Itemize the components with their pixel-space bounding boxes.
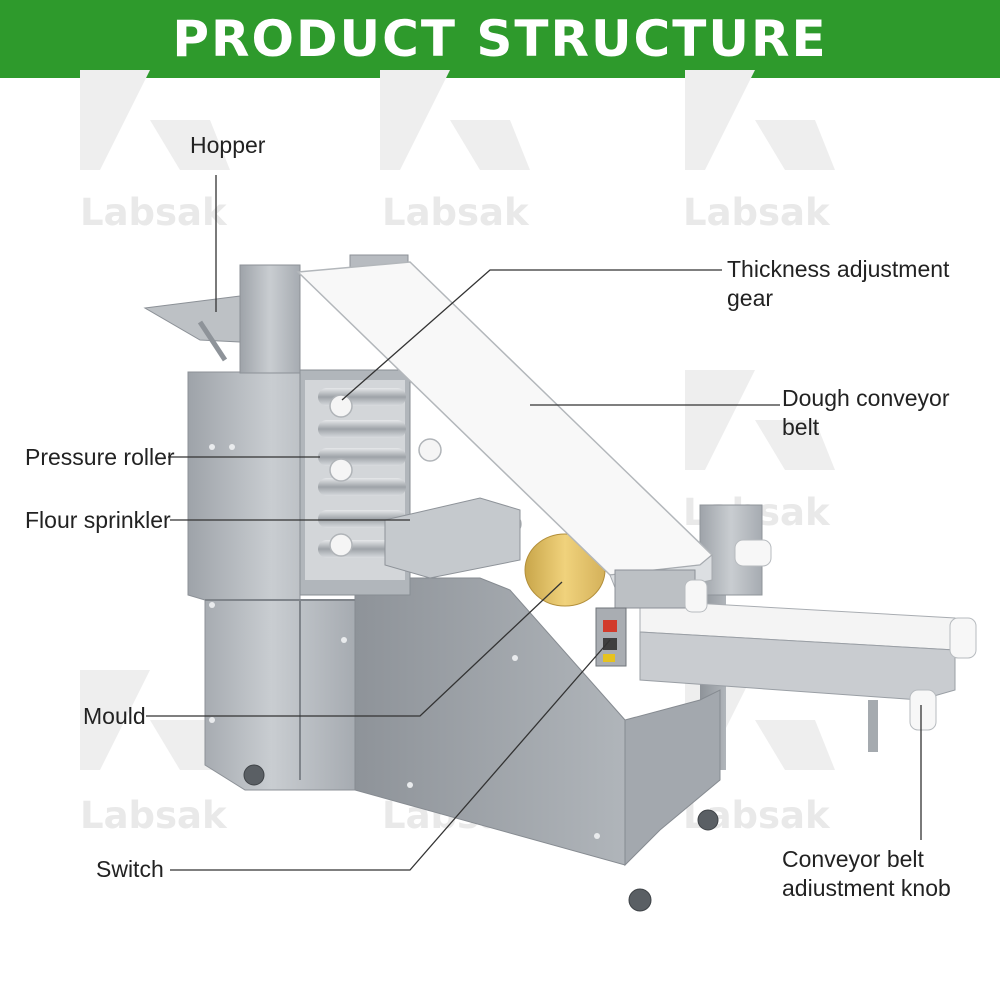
watermark-text: Labsak [80, 794, 228, 837]
watermark-text: Labsak [80, 191, 228, 234]
callout-lines [146, 175, 922, 871]
watermark-logo [685, 70, 835, 170]
watermark-layer: Labsak Labsak Labsak Labsak Labsak Labsa… [80, 70, 835, 837]
label-dough-belt-line2: belt [782, 414, 820, 440]
watermark-text: Labsak [382, 191, 530, 234]
watermark-logo [685, 370, 835, 470]
switch-leader [170, 639, 611, 871]
bolts [209, 444, 600, 839]
label-flour-sprinkler: Flour sprinkler [25, 507, 171, 533]
label-pressure-roller: Pressure roller [25, 444, 175, 470]
label-hopper: Hopper [190, 132, 266, 158]
watermark-logo [380, 70, 530, 170]
label-dough-belt-line1: Dough conveyor [782, 385, 950, 411]
label-mould: Mould [83, 703, 146, 729]
mould-leader [146, 581, 563, 717]
watermark-text: Labsak [683, 191, 831, 234]
label-thickness-gear-line2: gear [727, 285, 774, 311]
watermark-logo [80, 70, 230, 170]
label-belt-knob-line1: Conveyor belt [782, 846, 924, 872]
casters [243, 764, 719, 912]
thickness-gear-leader [341, 269, 722, 401]
label-belt-knob-line2: adiustment knob [782, 875, 951, 901]
label-switch: Switch [96, 856, 164, 882]
label-thickness-gear-line1: Thickness adjustment [727, 256, 950, 282]
machine-illustration [143, 254, 977, 912]
flour-sprinkler-box [384, 497, 521, 579]
page-title: PRODUCT STRUCTURE [172, 10, 828, 68]
switch-box [595, 607, 627, 667]
title-banner: PRODUCT STRUCTURE [0, 0, 1000, 78]
